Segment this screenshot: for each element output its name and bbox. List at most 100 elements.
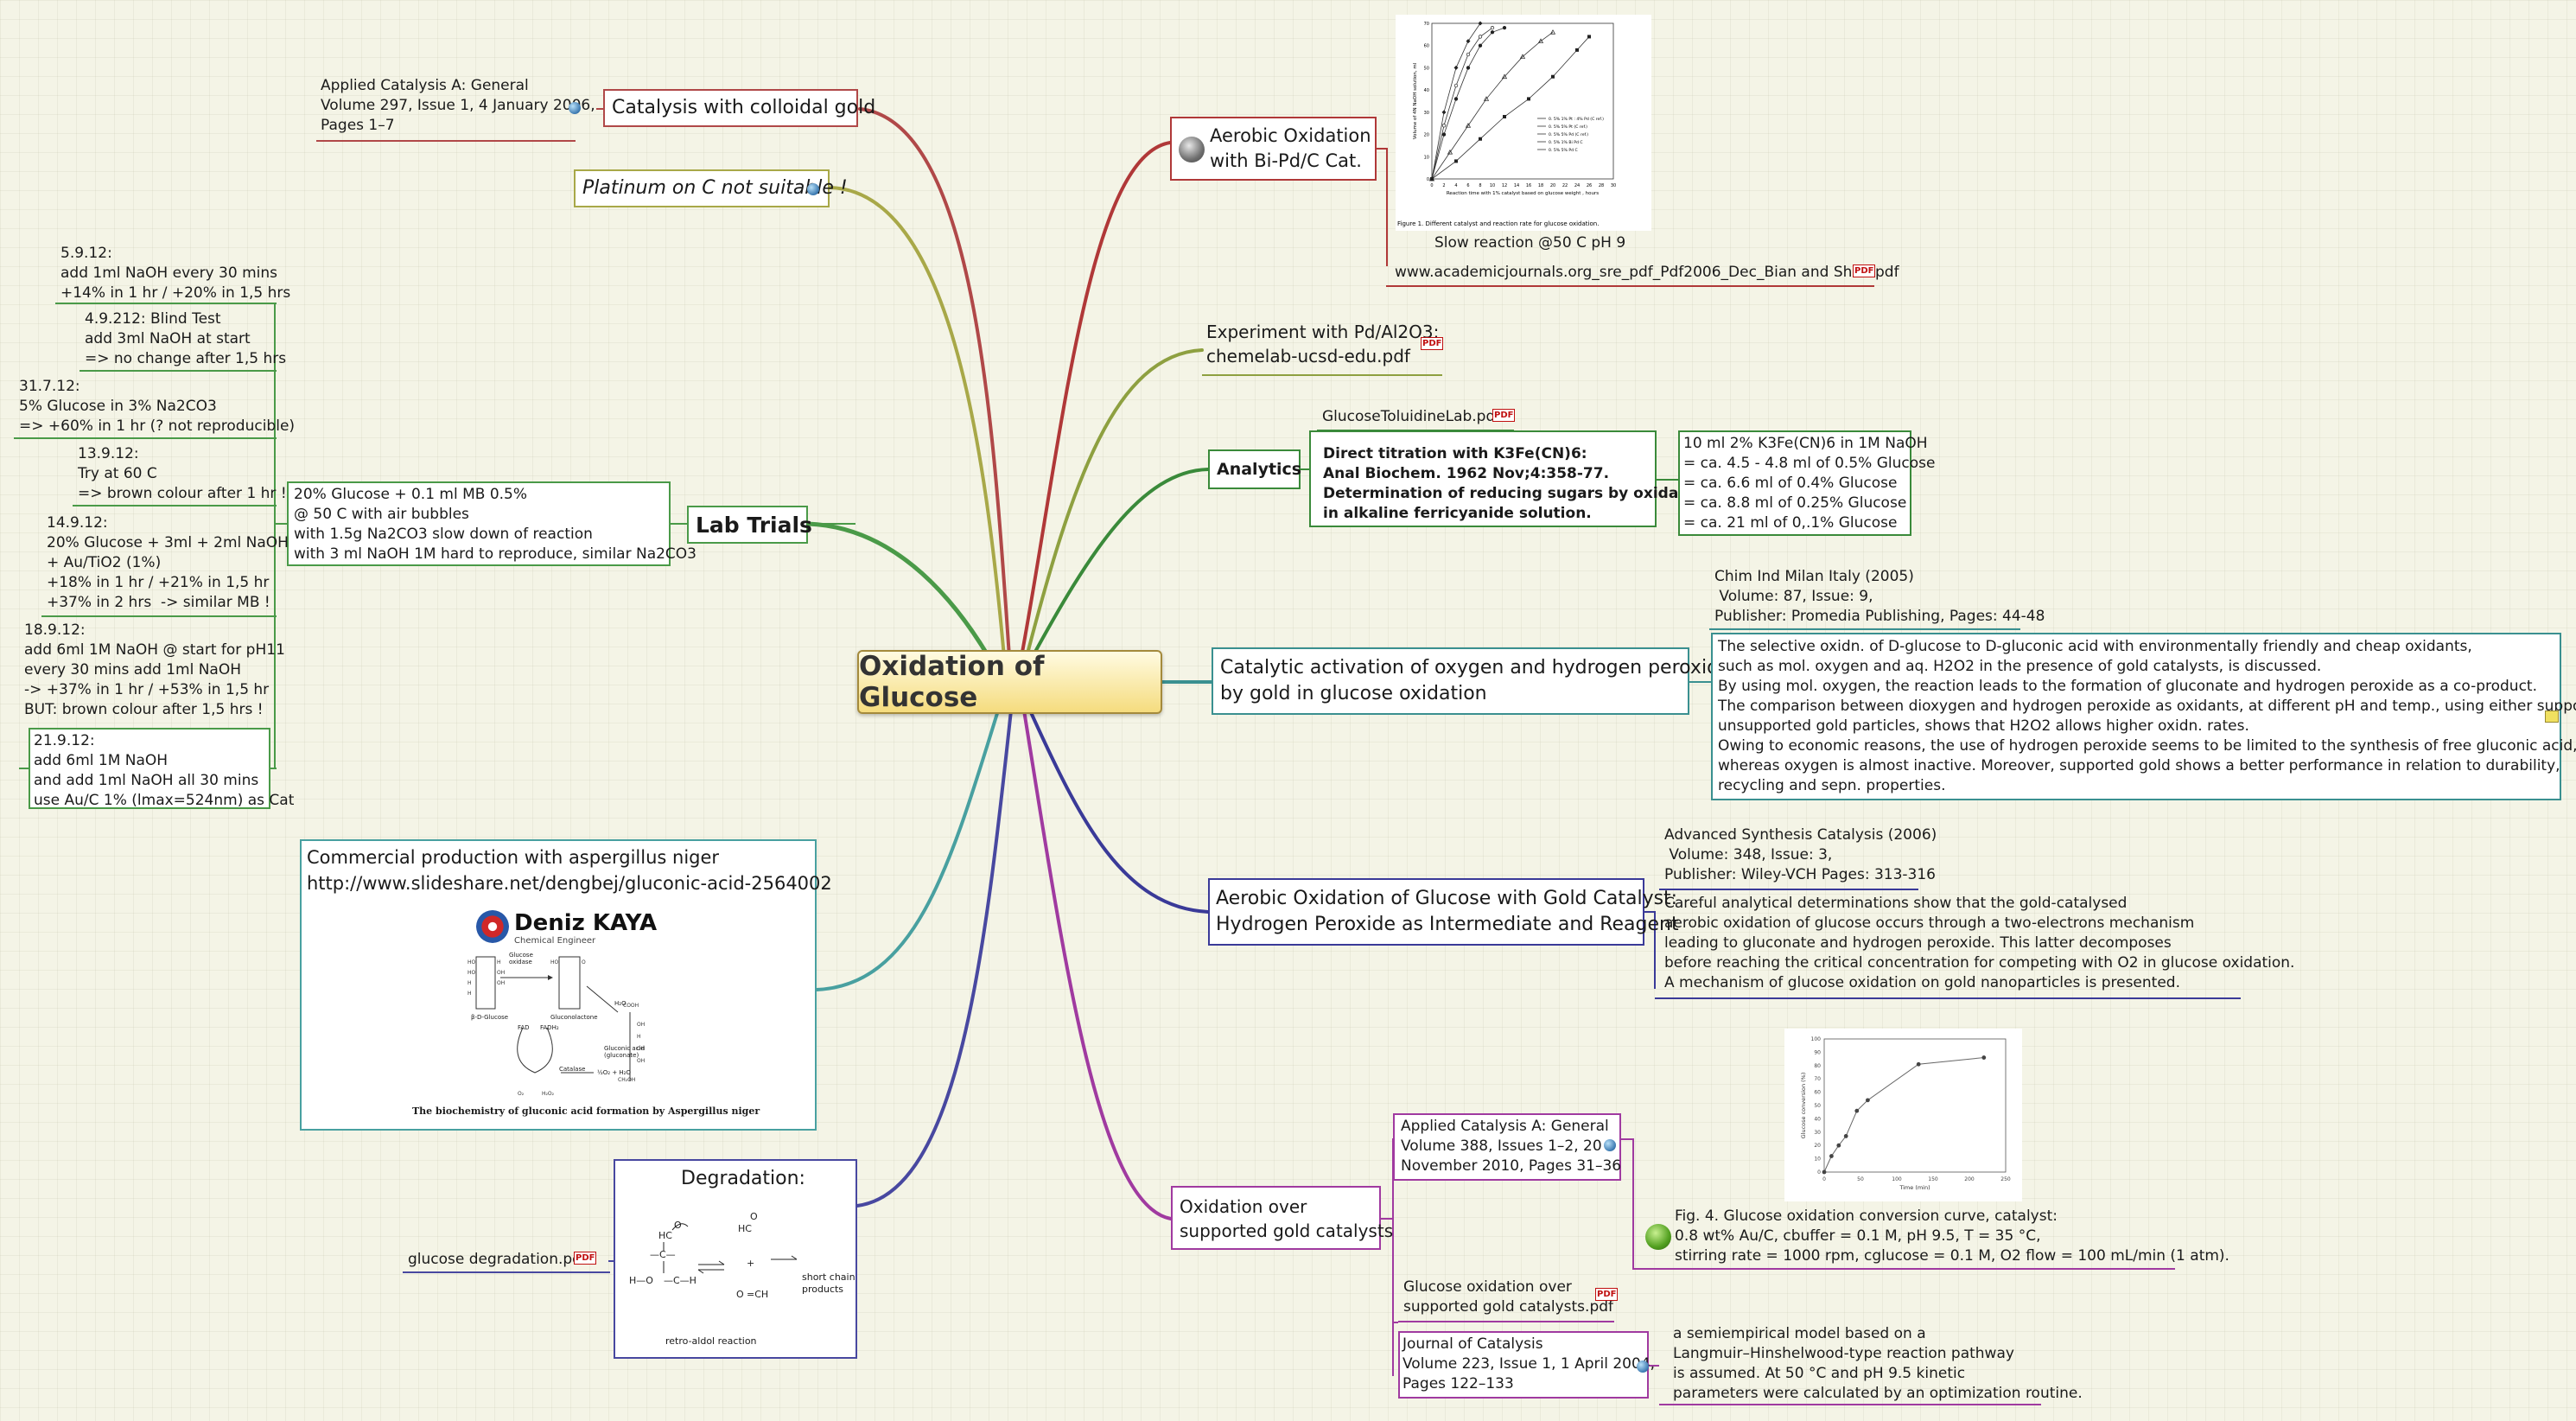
gold-reference-underline (1659, 889, 1918, 890)
node-lab-trials[interactable]: Lab Trials (687, 506, 812, 544)
branch-platinum (828, 186, 1006, 659)
supported-gold-file[interactable]: Glucose oxidation over supported gold ca… (1403, 1278, 1614, 1316)
gold-catalyst-abstract: Careful analytical determinations show t… (1664, 895, 2295, 991)
node-analytics[interactable]: Analytics (1208, 449, 1301, 489)
lab-trial-item-box[interactable]: 21.9.12: add 6ml 1M NaOH and add 1ml NaO… (29, 728, 294, 809)
supported-gold-ref1-box[interactable]: Applied Catalysis A: General Volume 388,… (1393, 1113, 1621, 1181)
svg-text:HO: HO (550, 959, 559, 965)
central-topic[interactable]: Oxidation of Glucose (857, 650, 1162, 714)
globe-icon[interactable] (1604, 1139, 1616, 1151)
analytics-file[interactable]: GlucoseToluidineLab.pdf (1322, 408, 1501, 425)
pdf-icon[interactable] (1421, 337, 1444, 350)
svg-text:OH: OH (497, 980, 505, 986)
figure-caption: Figure 1. Different catalyst and reactio… (1397, 220, 1599, 227)
svg-text:OH: OH (497, 970, 505, 976)
lab-trials-summary[interactable]: 20% Glucose + 0.1 ml MB 0.5% @ 50 C with… (287, 481, 696, 566)
svg-text:OH: OH (637, 1022, 645, 1028)
svg-text:CH₂OH: CH₂OH (618, 1077, 635, 1083)
x-tick-label: 8 (1479, 183, 1481, 188)
x-tick-label: 18 (1538, 183, 1543, 188)
analytics-results: 10 ml 2% K3Fe(CN)6 in 1M NaOH = ca. 4.5 … (1683, 435, 1936, 532)
node-catalysis-colloidal-gold[interactable]: Catalysis with colloidal gold (603, 89, 875, 127)
data-point (1551, 74, 1555, 79)
svg-text:+: + (747, 1258, 754, 1269)
legend-entry: 0. 5% 1% Pt : 4% Pd (C ref.) (1549, 117, 1604, 122)
commercial-title: Commercial production with aspergillus n… (307, 847, 832, 894)
globe-icon[interactable] (807, 183, 819, 195)
commercial-figure-caption: The biochemistry of gluconic acid format… (412, 1106, 760, 1117)
data-point (1981, 1055, 1987, 1060)
svg-text:HO: HO (467, 959, 476, 965)
supported-gold-ref2-box[interactable]: Journal of Catalysis Volume 223, Issue 1… (1398, 1331, 1655, 1399)
svg-text:HC: HC (738, 1223, 752, 1234)
lab-trial-item-underline (80, 370, 277, 372)
data-point (1466, 66, 1471, 70)
x-tick-label: 14 (1514, 183, 1519, 188)
y-tick-label: 0 (1817, 1169, 1821, 1176)
catalytic-reference-underline (1709, 628, 2020, 630)
legend-entry: 0. 5% 1% Bi Pd C (1549, 140, 1583, 145)
gold-catalyst-reference: Advanced Synthesis Catalysis (2006) Volu… (1664, 826, 1937, 883)
x-tick-label: 0 (1430, 183, 1433, 188)
pathway-label-fad: FAD (518, 1024, 530, 1031)
supported-file-underline (1398, 1321, 1614, 1322)
x-tick-label: 4 (1454, 183, 1457, 188)
data-point (1478, 35, 1483, 39)
node-supported-gold[interactable]: Oxidation over supported gold catalysts (1171, 1186, 1393, 1250)
pathway-label-gluconolactone: Gluconolactone (550, 1014, 598, 1021)
x-tick-label: 6 (1466, 183, 1469, 188)
y-tick-label: 90 (1814, 1049, 1821, 1055)
data-point (1441, 132, 1447, 137)
pd-al2o3-title[interactable]: Experiment with Pd/Al2O3: chemelab-ucsd-… (1206, 322, 1440, 366)
branch-supported-gold (1022, 709, 1173, 1220)
note-icon[interactable] (2545, 710, 2559, 723)
pdf-icon[interactable] (1853, 264, 1876, 277)
data-point (1466, 39, 1471, 44)
supported-gold-ref2-note: a semiempirical model based on a Langmui… (1673, 1325, 2083, 1402)
data-point (1822, 1169, 1827, 1175)
node-catalytic-activation[interactable]: Catalytic activation of oxygen and hydro… (1212, 647, 1731, 715)
x-tick-label: 10 (1490, 183, 1495, 188)
pathway-label-products: ½O₂ + H₂O (597, 1069, 631, 1076)
node-aerobic-oxidation-bipd[interactable]: Aerobic Oxidation with Bi-Pd/C Cat. (1170, 117, 1377, 181)
data-point (1854, 1108, 1860, 1113)
node-commercial-production[interactable]: Commercial production with aspergillus n… (300, 839, 832, 1131)
pdf-icon[interactable] (1492, 409, 1516, 422)
ref2-note-underline (1659, 1404, 2041, 1405)
pathway-label-h2o: H₂O (614, 1000, 627, 1007)
svg-text:O: O (750, 1211, 758, 1222)
lab-trial-item: 5.9.12: add 1ml NaOH every 30 mins +14% … (60, 245, 291, 302)
x-axis-label: Reaction time with 1% catalyst based on … (1447, 191, 1599, 196)
gold-abstract-underline (1655, 997, 2241, 999)
analytics-results-box[interactable]: 10 ml 2% K3Fe(CN)6 in 1M NaOH = ca. 4.5 … (1678, 430, 1935, 536)
data-point (1502, 25, 1507, 30)
pdf-icon[interactable] (1595, 1288, 1619, 1301)
svg-text:H: H (637, 1034, 641, 1040)
analytics-method-box[interactable]: Direct titration with K3Fe(CN)6: Anal Bi… (1309, 430, 1711, 527)
data-point (1478, 21, 1483, 26)
globe-icon[interactable] (569, 102, 581, 114)
svg-text:H: H (497, 959, 501, 965)
pdf-icon[interactable] (574, 1252, 597, 1265)
svg-text:H—O: H—O (629, 1275, 653, 1286)
x-tick-label: 22 (1562, 183, 1568, 188)
lab-trial-item: 31.7.12: 5% Glucose in 3% Na2CO3 => +60%… (19, 378, 296, 435)
node-gold-catalyst[interactable]: Aerobic Oxidation of Glucose with Gold C… (1208, 878, 1679, 946)
bipd-link-underline (1386, 285, 1874, 287)
catalytic-activation-abstract-box[interactable]: The selective oxidn. of D-glucose to D-g… (1711, 633, 2576, 800)
svg-text:H: H (467, 991, 472, 997)
svg-text:=CH: =CH (747, 1289, 768, 1300)
lab-trial-item: 4.9.212: Blind Test add 3ml NaOH at star… (85, 310, 287, 367)
globe-icon[interactable] (1637, 1360, 1649, 1373)
smiley-icon (1645, 1224, 1671, 1250)
bipd-link[interactable]: www.academicjournals.org_sre_pdf_Pdf2006… (1395, 264, 1899, 281)
svg-text:OH: OH (637, 1046, 645, 1052)
data-point (1479, 137, 1482, 141)
x-tick-label: 16 (1526, 183, 1531, 188)
degradation-file[interactable]: glucose degradation.pdf (408, 1251, 587, 1268)
node-platinum[interactable]: Platinum on C not suitable ! (574, 169, 848, 207)
